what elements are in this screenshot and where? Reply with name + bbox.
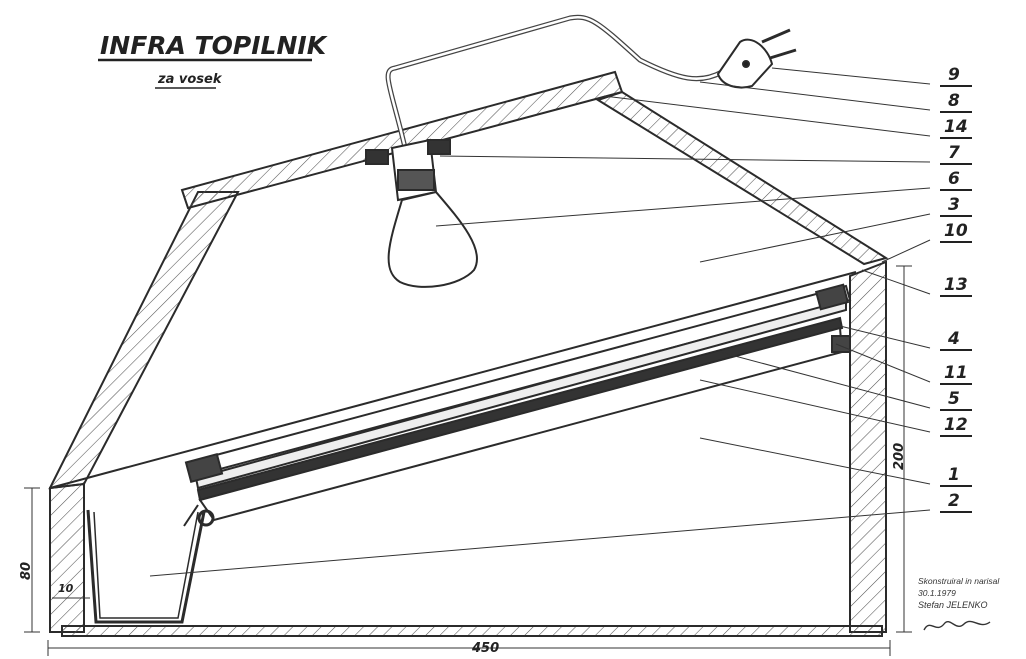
author-note-line2: 30.1.1979	[918, 588, 956, 598]
part-label-5: 5	[948, 389, 960, 409]
part-label-10: 10	[944, 221, 968, 241]
dimension-width: 450	[471, 641, 499, 656]
left-sloped-wall	[48, 191, 240, 490]
part-label-4: 4	[947, 329, 960, 349]
title-block: INFRA TOPILNIK za vosek	[98, 31, 328, 89]
right-vertical-wall	[849, 260, 887, 633]
dimension-lines	[24, 265, 912, 656]
part-label-1: 1	[948, 465, 960, 485]
part-label-6: 6	[948, 169, 960, 189]
author-note-line3: Stefan JELENKO	[918, 600, 988, 610]
dimension-height-right: 200	[892, 443, 907, 470]
part-label-8: 8	[948, 91, 960, 111]
part-label-9: 9	[948, 65, 960, 85]
infrared-lamp	[365, 14, 724, 288]
dimension-height-left: 80	[19, 562, 34, 580]
author-note-line1: Skonstruiral in narisal	[918, 576, 1000, 586]
wax-tray	[86, 504, 215, 624]
part-number-labels: 9 8 14 7 6 3 10 13 4 11 5 12 1 2	[940, 65, 972, 513]
dimension-small-left: 10	[58, 582, 74, 595]
left-vertical-wall	[49, 482, 85, 633]
bottom-base	[61, 625, 883, 637]
author-note: Skonstruiral in narisal 30.1.1979 Stefan…	[918, 576, 1000, 631]
part-label-11: 11	[944, 363, 968, 383]
part-label-2: 2	[948, 491, 960, 511]
glass-frame	[49, 271, 857, 522]
power-plug	[716, 28, 797, 89]
signature	[923, 620, 991, 631]
right-sloped-wall	[595, 90, 889, 266]
part-label-7: 7	[948, 143, 960, 163]
part-label-14: 14	[944, 117, 968, 137]
part-label-12: 12	[944, 415, 968, 435]
leader-lines	[149, 67, 931, 577]
part-label-13: 13	[944, 275, 968, 295]
drawing-subtitle: za vosek	[157, 72, 223, 87]
drawing-title: INFRA TOPILNIK	[100, 31, 328, 60]
box-walls	[48, 70, 889, 637]
lamp-bulb	[387, 190, 478, 288]
part-label-3: 3	[948, 195, 960, 215]
